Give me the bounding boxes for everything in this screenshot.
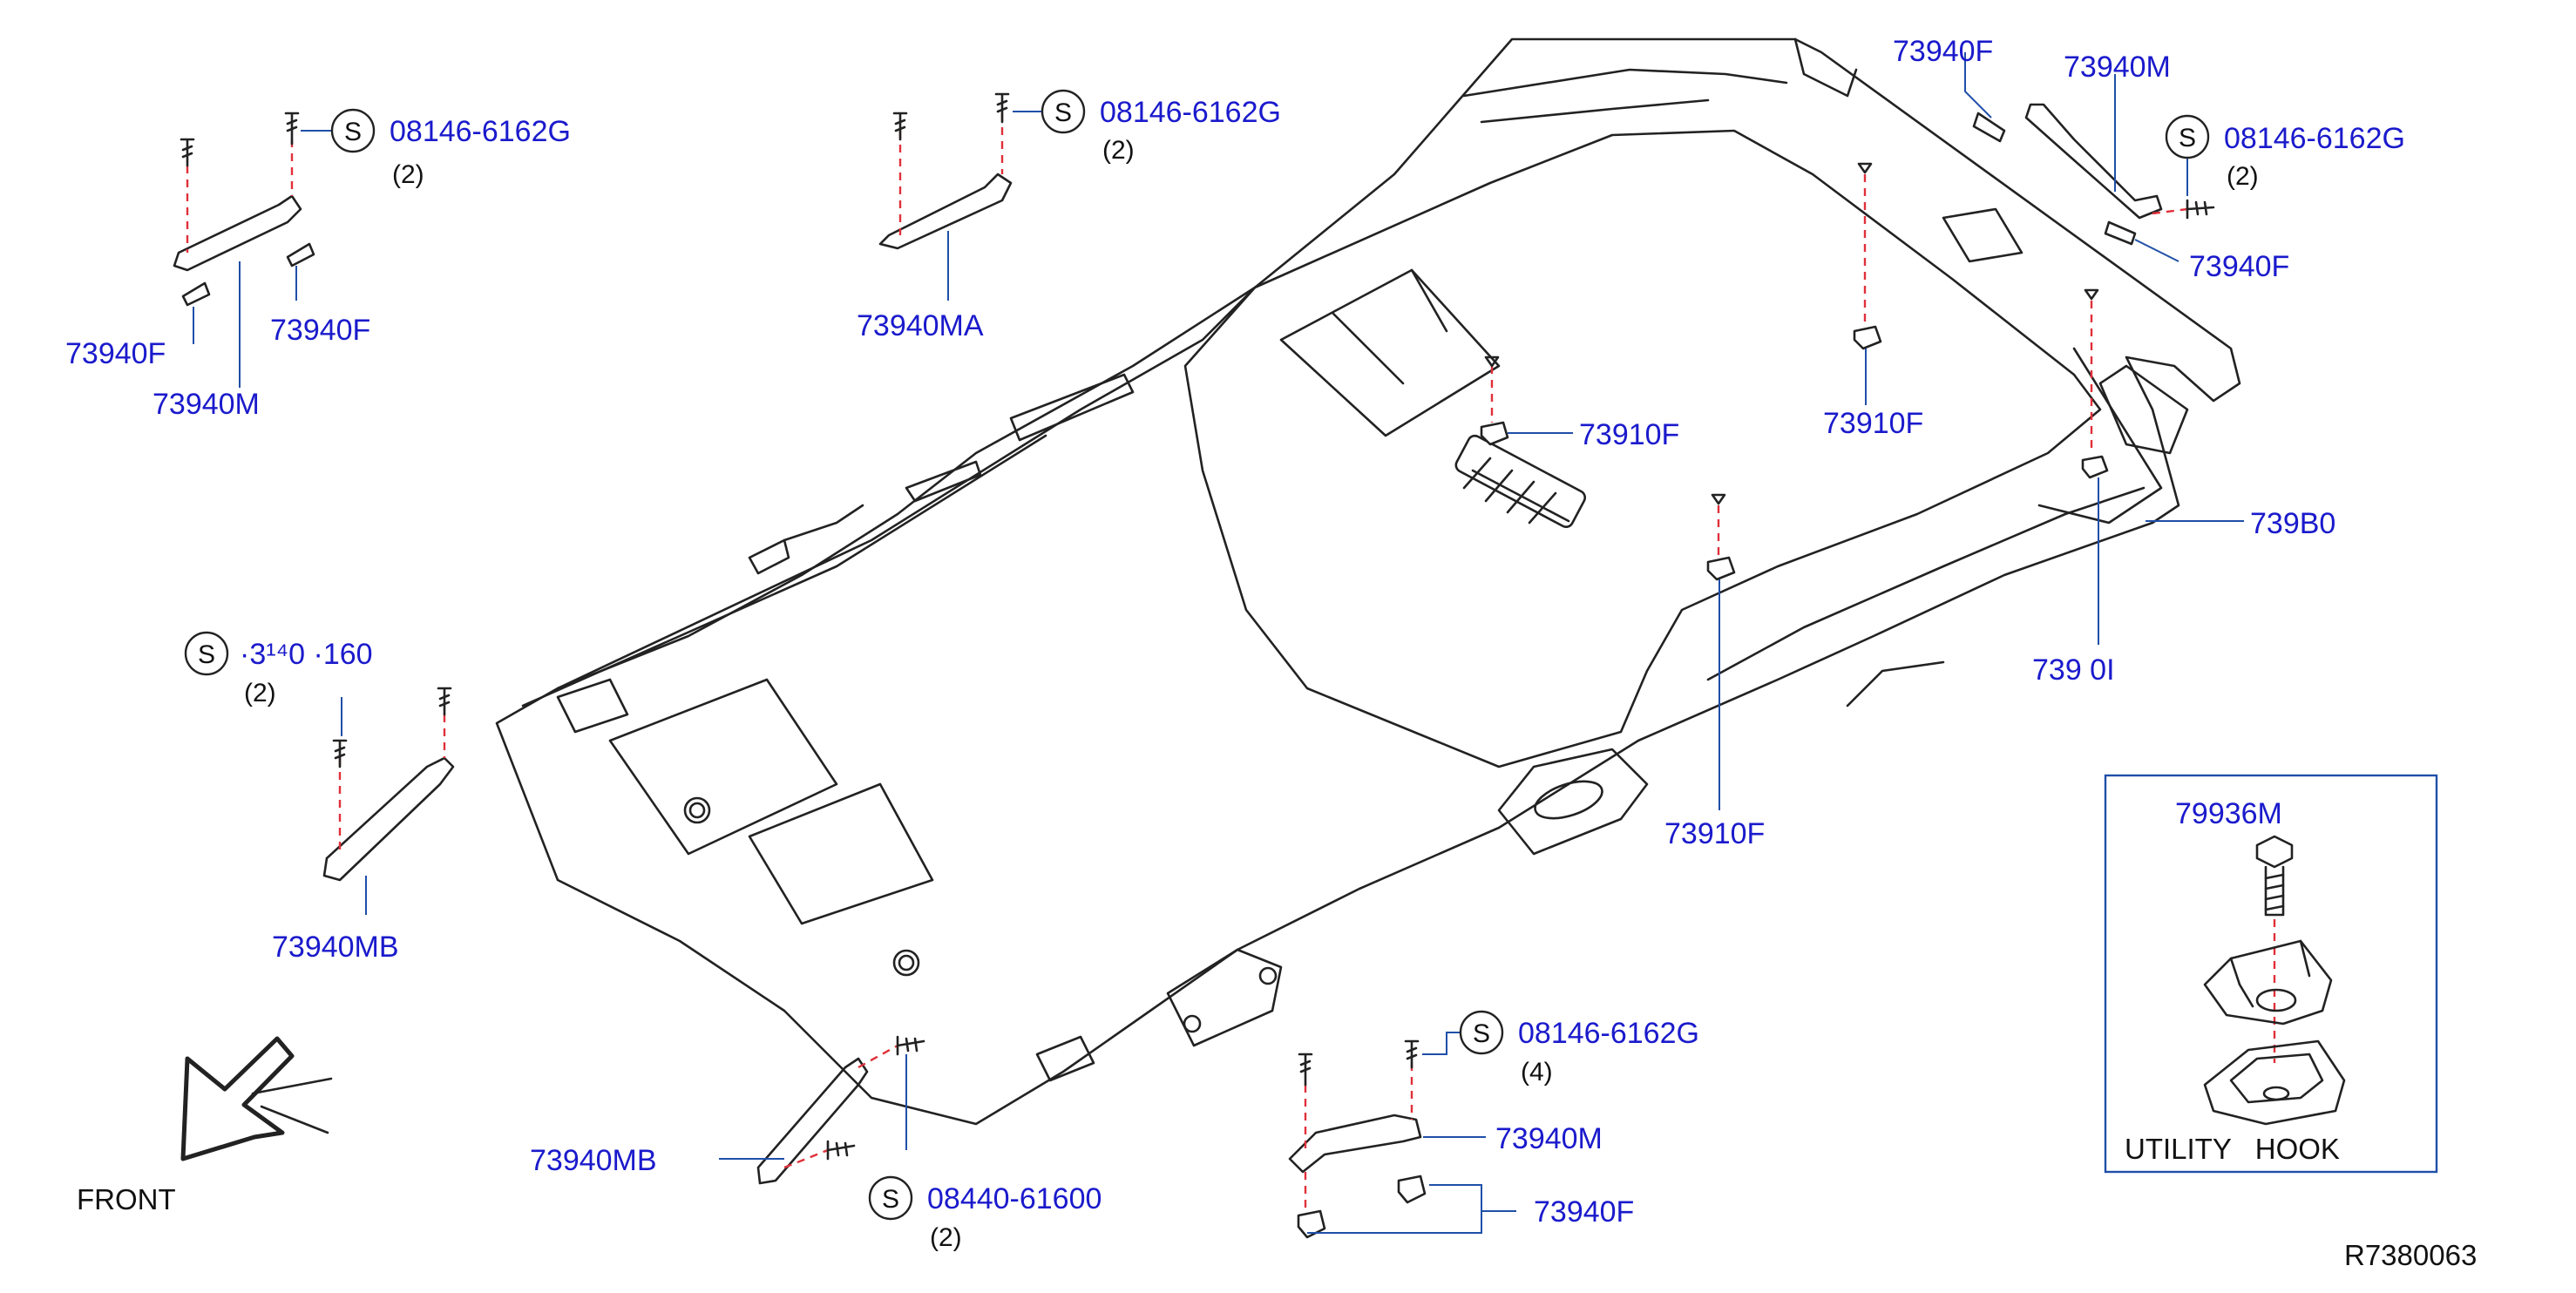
- assist-grip-top-center: [878, 92, 1041, 301]
- screw-symbol-s1: [330, 108, 376, 153]
- screw-s3-part-number: 08146-6162G: [2224, 122, 2405, 155]
- callout-73910f-b: 73910F: [1823, 407, 1923, 440]
- screw-symbol-s2: [1041, 89, 1086, 134]
- utility-hook-label: UTILITY HOOK: [2125, 1133, 2340, 1165]
- front-direction-arrow: [180, 1036, 333, 1161]
- callout-73940f-tl-b: 73940F: [270, 314, 370, 347]
- callout-73940f-tr: 73940F: [2189, 250, 2289, 283]
- utility-hook-frame: [2104, 774, 2438, 1174]
- screw-s2-part-number: 08146-6162G: [1100, 96, 1281, 129]
- screw-s1-qty: (2): [392, 160, 424, 189]
- screw-s6-part-number: 08440-61600: [927, 1182, 1102, 1215]
- pillar-grip-bottom-left: [719, 1035, 925, 1185]
- screw-s3-qty: (2): [2227, 162, 2259, 191]
- callout-73910f-a: 73910F: [1579, 418, 1679, 451]
- front-label: FRONT: [77, 1183, 176, 1215]
- callout-73940f-tl-a: 73940F: [65, 337, 166, 370]
- screw-s4-qty: (2): [244, 679, 276, 707]
- assist-grip-left-middle: [322, 687, 455, 915]
- callout-73940m-tr: 73940M: [2064, 51, 2171, 84]
- callout-73940m-tl: 73940M: [153, 388, 260, 421]
- clip-73910f-b: [1853, 162, 1882, 405]
- screw-s4-part-number: ·3¹⁴⁠0 ·16⁠0: [240, 638, 373, 671]
- screw-symbol-s4-letter: S: [198, 640, 215, 669]
- utility-hook-detail: [2104, 774, 2438, 1174]
- screw-symbol-s5: [1459, 1010, 1504, 1055]
- diagram-id: R7380063: [2344, 1239, 2477, 1271]
- callout-73940mb-left: 73940MB: [272, 931, 399, 964]
- assist-grip-top-left: [173, 112, 333, 388]
- callout-73940mb-bottom: 73940MB: [530, 1144, 657, 1177]
- screw-s2-qty: (2): [1102, 136, 1135, 165]
- clip-739b0: [2081, 288, 2244, 645]
- screw-symbol-s6-letter: S: [882, 1185, 899, 1214]
- callout-73940f-top: 73940F: [1893, 35, 1993, 68]
- screw-s5-part-number: 08146-6162G: [1518, 1017, 1699, 1050]
- screw-symbol-s2-letter: S: [1054, 98, 1072, 127]
- screw-symbol-s5-letter: S: [1473, 1019, 1490, 1048]
- screw-symbol-s1-letter: S: [344, 118, 362, 146]
- callout-73940ma: 73940MA: [857, 309, 984, 342]
- screw-s6-qty: (2): [930, 1223, 962, 1252]
- clip-73910f-a: [1480, 355, 1573, 446]
- assist-grip-top-right: [1964, 52, 2215, 262]
- screw-symbol-s3: [2165, 114, 2210, 159]
- callout-79936m: 79936M: [2175, 797, 2282, 830]
- headlining-panel: [495, 37, 2241, 1126]
- screw-s1-part-number: 08146-6162G: [390, 115, 571, 148]
- screw-symbol-s6: [868, 1175, 913, 1221]
- screw-symbol-s4: [184, 631, 229, 676]
- callout-739b0: 739B0: [2250, 507, 2335, 540]
- clip-73910f-c: [1706, 493, 1736, 810]
- callout-73940f-bottom: 73940F: [1534, 1195, 1634, 1229]
- callout-73940m-bottom: 73940M: [1495, 1122, 1603, 1155]
- callout-739-0i: 739 0I: [2032, 653, 2115, 687]
- assist-grip-bottom-center: [1288, 1032, 1516, 1239]
- callout-73910f-c: 73910F: [1664, 817, 1765, 850]
- screw-symbol-s3-letter: S: [2179, 124, 2196, 152]
- screw-s5-qty: (4): [1521, 1058, 1553, 1087]
